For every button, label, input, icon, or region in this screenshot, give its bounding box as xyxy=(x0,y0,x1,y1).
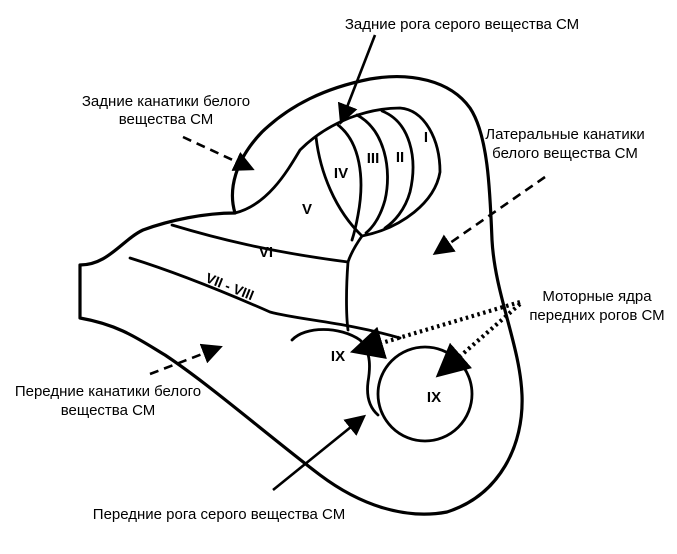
lamina-boundary-4-5 xyxy=(314,135,364,238)
lamina-boundary-1-2 xyxy=(380,109,415,230)
ventral-funiculi-pointer xyxy=(149,343,223,376)
motor-nuclei-caption-line1: Моторные ядра xyxy=(542,288,652,305)
ventral-funiculi-caption-line1: Передние канатики белого xyxy=(15,383,201,400)
lamina-i-label: I xyxy=(424,129,428,146)
lamina-ix-medial-label: IX xyxy=(331,348,345,365)
dorsal-funiculi-caption-line1: Задние канатики белого xyxy=(82,93,250,110)
lamina-v-label: V xyxy=(302,201,312,218)
lamina-ix-medial-outline xyxy=(290,328,380,417)
lamina-boundary-6-lateral xyxy=(345,260,350,332)
ventral-horns-caption: Передние рога серого вещества СМ xyxy=(93,506,345,523)
motor-nuclei-caption-line2: передних рогов СМ xyxy=(529,307,664,324)
lamina-ix-lateral-label: IX xyxy=(427,389,441,406)
dorsal-horn-boundary xyxy=(233,106,442,264)
dorsal-funiculi-pointer xyxy=(182,135,255,171)
motor-nuclei-pointer-medial xyxy=(349,299,521,359)
lamina-boundary-3-4 xyxy=(336,123,363,242)
spinal-cord-outline xyxy=(78,75,524,516)
lamina-boundary-5-6 xyxy=(170,223,350,264)
lamina-iii-label: III xyxy=(367,150,380,167)
lateral-funiculi-caption-line2: белого вещества СМ xyxy=(492,145,638,162)
lateral-funiculi-caption-line1: Латеральные канатики xyxy=(485,126,644,143)
dorsal-funiculi-caption-line2: вещества СМ xyxy=(119,111,214,128)
lamina-ix-lateral-outline xyxy=(376,345,474,443)
ventral-funiculi-caption-line2: вещества СМ xyxy=(61,402,156,419)
lamina-ii-label: II xyxy=(396,149,404,166)
ventral-horn-pointer xyxy=(272,414,367,492)
lamina-vi-label: VI xyxy=(259,244,273,261)
dorsal-horns-caption: Задние рога серого вещества СМ xyxy=(345,16,579,33)
lateral-funiculi-pointer xyxy=(432,175,546,255)
lamina-iv-label: IV xyxy=(334,165,348,182)
lamina-vii-viii-label: VII - VIII xyxy=(203,269,256,303)
lamina-boundary-6-7 xyxy=(128,256,402,340)
dorsal-horn-pointer xyxy=(337,34,377,125)
motor-nuclei-pointer-lateral xyxy=(435,302,522,378)
lamina-boundary-2-3 xyxy=(355,113,389,235)
